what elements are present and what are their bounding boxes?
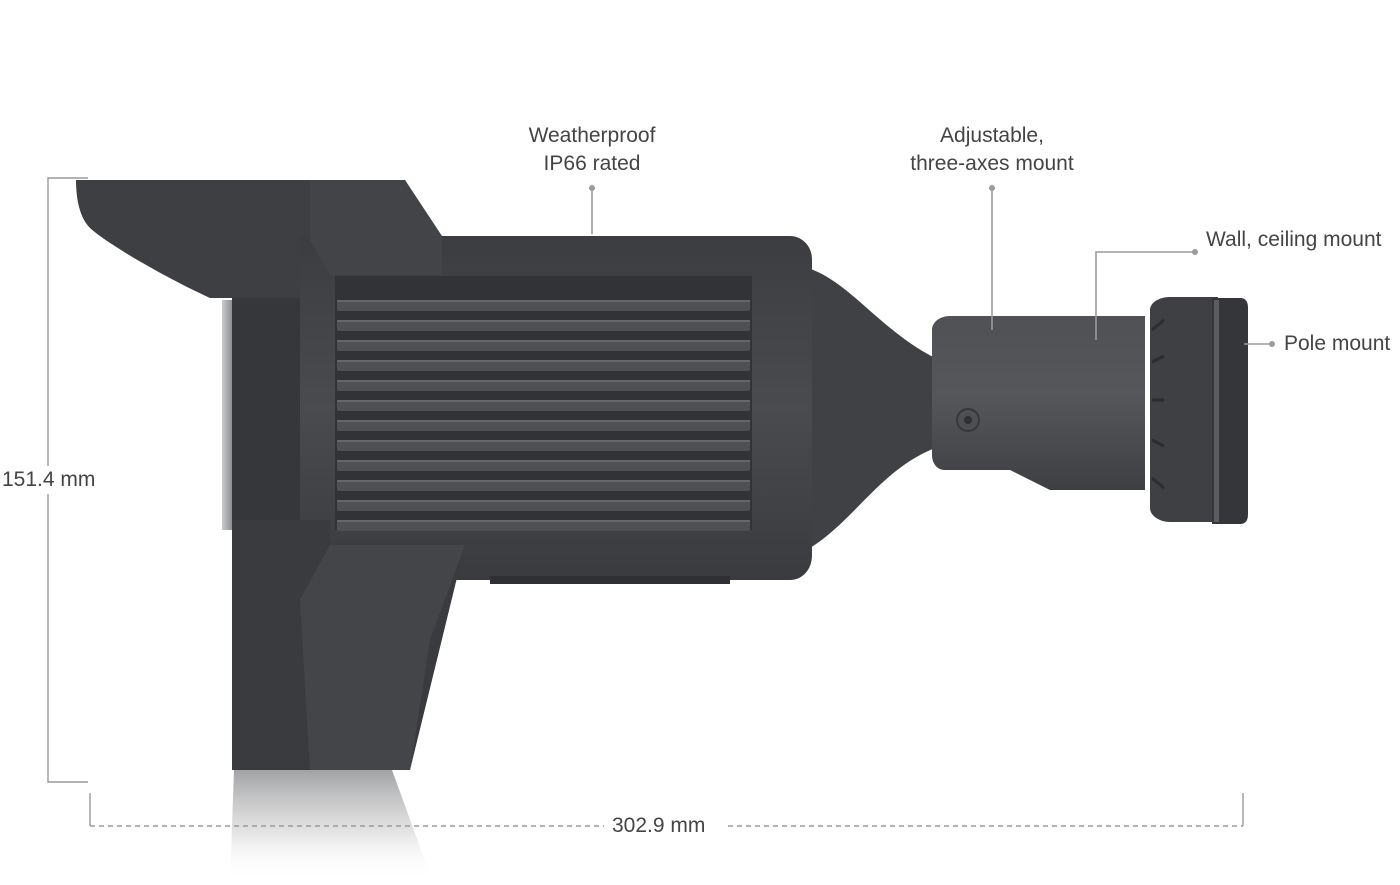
height-dimension-label: 151.4 mm bbox=[2, 466, 98, 494]
fin-highlight bbox=[337, 500, 750, 502]
fin bbox=[337, 440, 750, 451]
length-dimension-line bbox=[89, 793, 1244, 827]
leader-wall-ceiling bbox=[1095, 249, 1198, 340]
callout-weatherproof-line1: Weatherproof bbox=[528, 124, 656, 147]
leader-weatherproof bbox=[589, 185, 595, 234]
fin-highlight bbox=[337, 340, 750, 342]
mount-base bbox=[1150, 297, 1248, 524]
callout-adjustable-line2: three-axes mount bbox=[910, 152, 1074, 175]
camera-housing bbox=[76, 180, 812, 770]
leader-adjustable bbox=[989, 185, 995, 330]
mount-arm bbox=[808, 268, 1145, 548]
fin bbox=[337, 480, 750, 491]
callout-adjustable-line1: Adjustable, bbox=[940, 124, 1044, 147]
fin-highlight bbox=[337, 420, 750, 422]
floor-reflection bbox=[230, 770, 432, 880]
fin-highlight bbox=[337, 360, 750, 362]
fin bbox=[337, 420, 750, 431]
fin-highlight bbox=[337, 440, 750, 442]
callout-weatherproof: Weatherproof IP66 rated bbox=[492, 122, 692, 178]
fin-highlight bbox=[337, 400, 750, 402]
fin bbox=[337, 520, 750, 531]
fin bbox=[337, 500, 750, 511]
leader-pole bbox=[1244, 341, 1275, 347]
heat-sink-fins bbox=[337, 300, 750, 531]
fin-highlight bbox=[337, 460, 750, 462]
fin bbox=[337, 380, 750, 391]
fin bbox=[337, 340, 750, 351]
fin-highlight bbox=[337, 480, 750, 482]
fin-highlight bbox=[337, 320, 750, 322]
callout-adjustable: Adjustable, three-axes mount bbox=[882, 122, 1102, 178]
fin bbox=[337, 460, 750, 471]
callout-wall-ceiling: Wall, ceiling mount bbox=[1206, 228, 1382, 251]
fin bbox=[337, 300, 750, 311]
callout-weatherproof-line2: IP66 rated bbox=[543, 152, 641, 175]
fin bbox=[337, 400, 750, 411]
fin bbox=[337, 360, 750, 371]
fin-highlight bbox=[337, 300, 750, 302]
fin bbox=[337, 320, 750, 331]
callout-pole: Pole mount bbox=[1284, 332, 1391, 355]
length-dimension-label: 302.9 mm bbox=[612, 814, 706, 837]
fin-highlight bbox=[337, 520, 750, 522]
fin-highlight bbox=[337, 380, 750, 382]
